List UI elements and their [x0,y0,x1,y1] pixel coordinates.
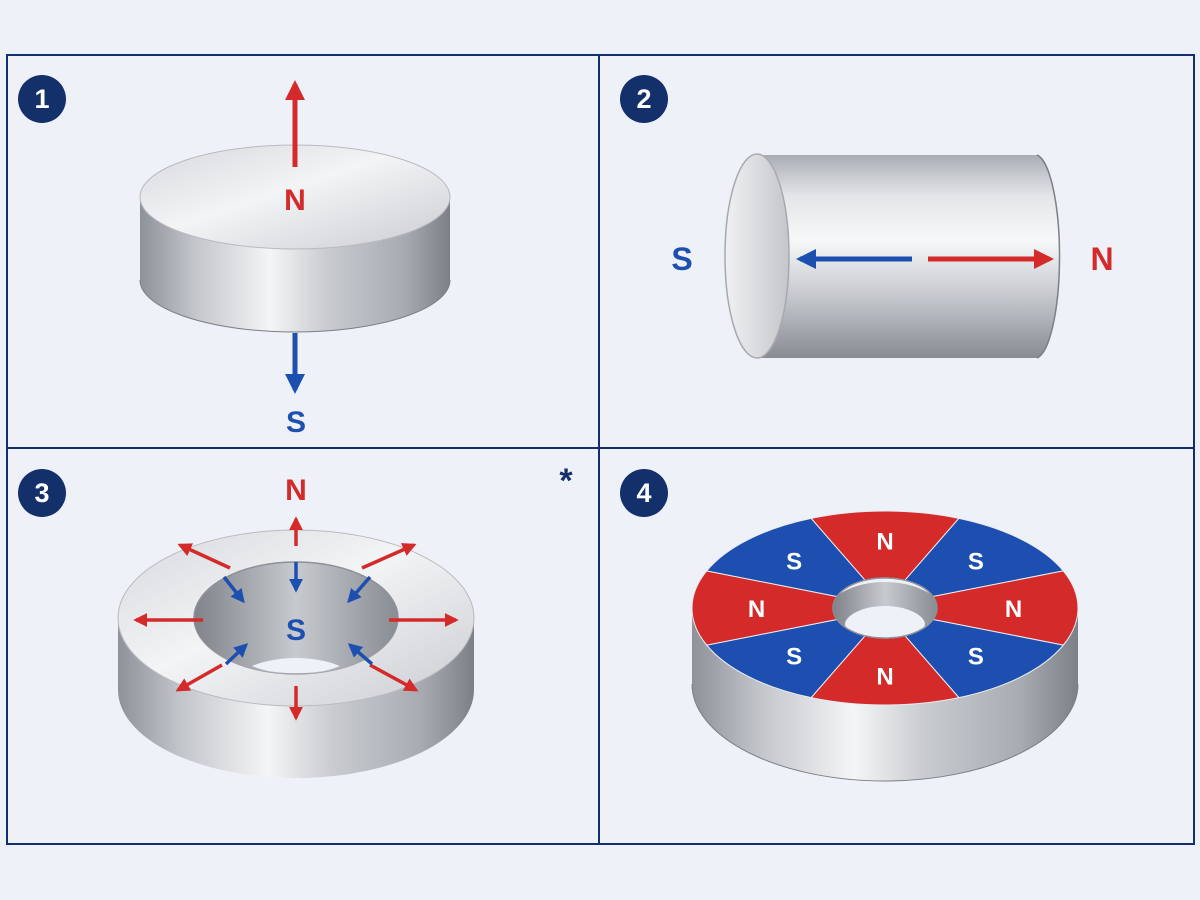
north-label: N [285,474,307,507]
panel-1: 1 N S [18,75,451,439]
north-sector-label: N [748,596,765,623]
panel-grid [6,54,1195,845]
north-arrow [369,663,419,692]
panel-2: 2 S N [620,75,1114,359]
panel-number: 1 [34,84,49,114]
south-label: S [286,406,306,439]
south-arrow [224,643,249,666]
north-sector-label: N [876,529,893,556]
north-sector-label: N [876,664,893,691]
cylinder-magnet [724,153,1061,359]
south-arrow [347,643,374,666]
north-label: N [1090,241,1113,277]
south-sector-label: S [968,644,984,671]
north-arrow [177,543,231,570]
panel-4-badge: 4 [620,469,668,517]
south-sector-label: S [786,644,802,671]
south-arrow [222,575,245,604]
north-sector-label: N [1005,596,1022,623]
panel-2-badge: 2 [620,75,668,123]
panel-3: 3 * N S [18,462,573,778]
south-sector-label: S [968,548,984,575]
south-label: S [671,241,692,277]
panel-number: 3 [34,478,49,508]
asterisk-note: * [559,462,573,500]
panel-3-badge: 3 [18,469,66,517]
disc-magnet [139,144,451,333]
panel-1-badge: 1 [18,75,66,123]
outward-arrows [133,516,459,721]
south-sector-label: S [786,548,802,575]
south-label: S [286,614,306,647]
panel-number: 2 [636,84,651,114]
south-arrow [347,575,372,604]
panel-number: 4 [636,478,651,508]
north-arrow [361,543,417,570]
north-arrow [175,663,223,692]
north-label: N [284,184,306,217]
inward-arrows [222,562,374,666]
frame-border [6,54,1195,845]
